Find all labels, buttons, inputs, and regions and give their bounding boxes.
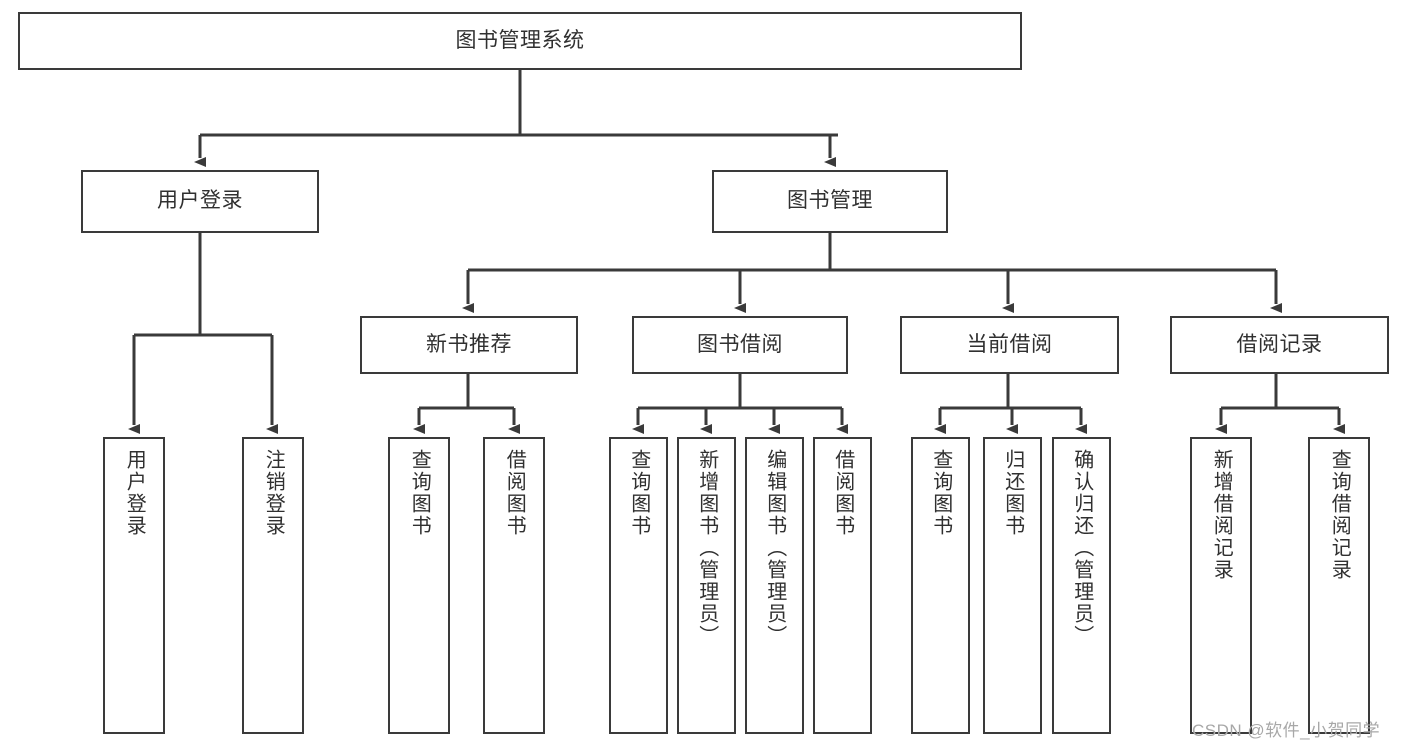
node-leaf-user-login[interactable]: 用户登录	[103, 437, 165, 734]
node-leaf-edit-book[interactable]: 编辑图书（管理员）	[745, 437, 804, 734]
node-label: 用户登录	[123, 449, 146, 537]
node-leaf-borrow-book[interactable]: 借阅图书	[813, 437, 872, 734]
node-leaf-query-book-recommend[interactable]: 查询图书	[388, 437, 450, 734]
node-label: 借阅图书	[831, 449, 854, 537]
node-label: 图书管理	[787, 189, 873, 213]
node-label: 查询借阅记录	[1328, 449, 1351, 581]
node-label: 查询图书	[627, 449, 650, 537]
node-leaf-query-borrow-record[interactable]: 查询借阅记录	[1308, 437, 1370, 734]
node-label: 归还图书	[1001, 449, 1024, 537]
node-label: 新书推荐	[426, 332, 512, 356]
node-book-management-system[interactable]: 图书管理系统	[18, 12, 1022, 70]
node-leaf-confirm-return[interactable]: 确认归还（管理员）	[1052, 437, 1111, 734]
node-leaf-add-book[interactable]: 新增图书（管理员）	[677, 437, 736, 734]
node-label: 图书管理系统	[455, 28, 585, 52]
node-leaf-borrow-book-recommend[interactable]: 借阅图书	[483, 437, 545, 734]
node-current-borrow[interactable]: 当前借阅	[900, 316, 1119, 374]
node-label: 编辑图书（管理员）	[763, 449, 786, 647]
node-book-borrow[interactable]: 图书借阅	[632, 316, 848, 374]
node-label: 查询图书	[929, 449, 952, 537]
node-book-management[interactable]: 图书管理	[712, 170, 948, 233]
node-label: 新增借阅记录	[1210, 449, 1233, 581]
node-new-book-recommend[interactable]: 新书推荐	[360, 316, 578, 374]
node-user-login[interactable]: 用户登录	[81, 170, 319, 233]
node-leaf-return-book[interactable]: 归还图书	[983, 437, 1042, 734]
node-label: 确认归还（管理员）	[1070, 449, 1093, 647]
node-label: 注销登录	[262, 449, 285, 537]
node-label: 查询图书	[408, 449, 431, 537]
node-label: 图书借阅	[697, 332, 783, 356]
csdn-watermark: CSDN @软件_小贺同学	[1192, 721, 1381, 740]
node-label: 当前借阅	[966, 332, 1053, 356]
node-leaf-add-borrow-record[interactable]: 新增借阅记录	[1190, 437, 1252, 734]
node-label: 用户登录	[157, 189, 243, 213]
node-leaf-query-book-current[interactable]: 查询图书	[911, 437, 970, 734]
node-borrow-record[interactable]: 借阅记录	[1170, 316, 1389, 374]
node-label: 借阅记录	[1236, 332, 1323, 356]
node-label: 新增图书（管理员）	[695, 449, 718, 647]
node-leaf-query-book-borrow[interactable]: 查询图书	[609, 437, 668, 734]
node-leaf-logout[interactable]: 注销登录	[242, 437, 304, 734]
node-label: 借阅图书	[503, 449, 526, 537]
